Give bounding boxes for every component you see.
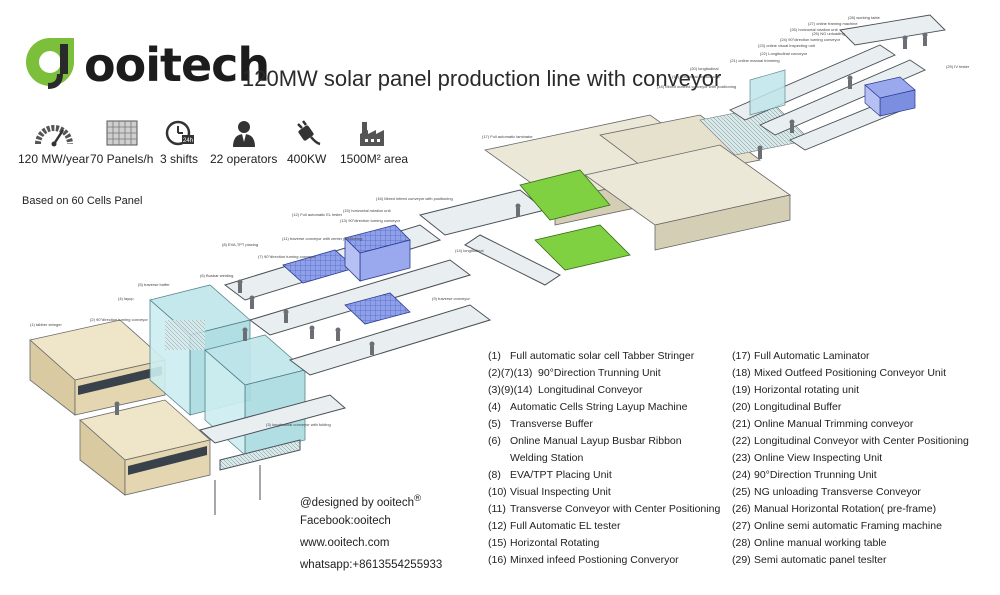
contact-info: @designed by ooitech® Facebook:ooitech w… <box>300 488 442 576</box>
stat-label: 3 shifts <box>160 152 199 166</box>
legend-item: (11)Transverse Conveyor with Center Posi… <box>488 503 721 515</box>
stat-label: 120 MW/year <box>18 152 90 166</box>
legend-item: (28)Online manual working table <box>732 537 887 549</box>
registered-mark: ® <box>413 493 422 504</box>
callout-16: (16) Mixed infeed conveyor with position… <box>376 196 453 201</box>
legend-item: (12)Full Automatic EL tester <box>488 520 621 532</box>
legend-right: (17)Full Automatic Laminator (18)Mixed O… <box>732 348 969 569</box>
legend-item: (29)Semi automatic panel teslter <box>732 554 887 566</box>
stat-power: 400KW <box>287 118 326 166</box>
callout-6: (6) Busbar welding <box>200 273 233 278</box>
callout-22: (22) Longitudinal conveyor <box>760 51 808 56</box>
stat-label: 400KW <box>287 152 327 166</box>
operator-icon <box>232 121 255 147</box>
legend-item: (27)Online semi automatic Framing machin… <box>732 520 942 532</box>
inspection-glass <box>749 69 786 116</box>
callout-5: (5) traverse buffer <box>138 282 170 287</box>
legend-item: (4)Automatic Cells String Layup Machine <box>488 401 688 413</box>
page-title: 120MW solar panel production line with c… <box>242 66 722 91</box>
designed-by: @designed by ooitech® <box>300 493 422 509</box>
legend-item: (15)Horizontal Rotating <box>488 537 600 549</box>
legend-item: Welding Station <box>510 452 584 464</box>
legend-item: (16)Minxed infeed Postioning Converyor <box>488 554 679 566</box>
legend-item: (24)90°Direction Trunning Unit <box>732 469 877 481</box>
legend-item: (26)Manual Horizontal Rotation( pre-fram… <box>732 503 937 515</box>
legend-item: (22)Longitudinal Conveyor with Center Po… <box>732 435 969 447</box>
stat-label: 1500M² area <box>340 152 409 166</box>
callout-8: (8) EVA,TPT placing <box>222 242 258 247</box>
brand-name: ooitech <box>84 38 270 92</box>
legend-item: (10)Visual Inspecting Unit <box>488 486 611 498</box>
stat-throughput: 70 Panels/h <box>90 118 153 166</box>
iv-tester-box <box>864 76 916 117</box>
solar-panel-icon <box>106 120 138 146</box>
panel-blue-stations <box>282 224 411 325</box>
legend-item: (17)Full Automatic Laminator <box>732 350 870 362</box>
legend-left: (1)Full automatic solar cell Tabber Stri… <box>488 348 720 569</box>
callout-25: (25) NG unloading <box>812 31 845 36</box>
legend-item: (6)Online Manual Layup Busbar Ribbon <box>488 435 682 447</box>
callout-18: (18) Mixed outfeed conveyor with positio… <box>657 84 736 89</box>
stat-operators: 22 operators <box>210 118 277 166</box>
callout-7: (7) 90°direction turning conveyor <box>258 254 317 259</box>
callout-21: (21) online manual trimming <box>730 58 780 63</box>
callout-26: (26) horizontal rotation unit <box>790 27 838 32</box>
legend-item: (23)Online View Inspecting Unit <box>732 452 883 464</box>
callout-15: (15) horizontal rotation unit <box>343 208 391 213</box>
whatsapp-number[interactable]: whatsapp:+8613554255933 <box>300 559 443 571</box>
stat-area: 1500M² area <box>340 118 408 166</box>
stat-shifts: 24h 3 shifts <box>160 118 198 166</box>
callout-28: (28) working table <box>848 15 881 20</box>
clock-icon: 24h <box>165 120 194 146</box>
basis-note: Based on 60 Cells Panel <box>22 195 143 207</box>
stat-label: 70 Panels/h <box>90 152 154 166</box>
legend-item: (25)NG unloading Transverse Conveyor <box>732 486 921 498</box>
ooitech-logo-icon <box>26 38 74 89</box>
callout-17: (17) Full automatic laminator <box>482 134 533 139</box>
callout-2: (2) 90°direction turning conveyor <box>90 317 149 322</box>
callout-27: (27) online framing machine <box>808 21 858 26</box>
callout-19: (19) horizontal rotation unit <box>672 74 720 79</box>
callout-labels: (1) tabber stringer (2) 90°direction tur… <box>30 15 970 427</box>
callout-23: (23) online visual inspecting unit <box>758 43 816 48</box>
website-link[interactable]: www.ooitech.com <box>300 537 390 549</box>
layup-machine-2 <box>204 334 306 456</box>
callout-29: (29) IV tester <box>946 64 970 69</box>
callout-11: (11) traverse conveyor with center posit… <box>282 236 362 241</box>
facebook-link[interactable]: Facebook:ooitech <box>300 515 391 527</box>
legend-item: (19)Horizontal rotating unit <box>732 384 860 396</box>
callout-1: (1) tabber stringer <box>30 322 62 327</box>
stat-capacity: 120 MW/year <box>18 118 89 166</box>
callout-13: (13) 90°direction turning conveyor <box>340 218 401 223</box>
clock-badge: 24h <box>183 138 193 144</box>
callout-12: (12) Full automatic EL tester <box>292 212 343 217</box>
legend-item: (21)Online Manual Trimming conveyor <box>732 418 914 430</box>
legend-item: (2)(7)(13)90°Direction Trunning Unit <box>488 367 661 379</box>
callout-9: (9) traverse conveyor <box>432 296 470 301</box>
tabber-stringer-machine-2 <box>79 399 211 496</box>
stat-label: 22 operators <box>210 152 278 166</box>
operators <box>114 32 928 415</box>
legend-item: (5)Transverse Buffer <box>488 418 593 430</box>
callout-14: (14) longitudinal <box>455 248 484 253</box>
callout-3: (3) longitudinal conveyor with folding <box>266 422 331 427</box>
callout-24: (24) 90°direction turning conveyor <box>780 37 841 42</box>
legend-item: (3)(9)(14)Longitudinal Conveyor <box>488 384 643 396</box>
legend-item: (18)Mixed Outfeed Positioning Conveyor U… <box>732 367 947 379</box>
legend-item: (20)Longitudinal Buffer <box>732 401 842 413</box>
brand-logo: ooitech <box>22 34 270 92</box>
power-plug-icon <box>296 120 321 146</box>
callout-4: (4) layup <box>118 296 134 301</box>
legend-item: (1)Full automatic solar cell Tabber Stri… <box>488 350 695 362</box>
laminator-machines <box>484 104 811 271</box>
speedometer-icon <box>34 125 73 147</box>
factory-icon <box>360 122 385 146</box>
callout-20: (20) longitudinal <box>690 66 719 71</box>
legend-item: (8)EVA/TPT Placing Unit <box>488 469 612 481</box>
tabber-stringer-machine <box>29 319 166 416</box>
